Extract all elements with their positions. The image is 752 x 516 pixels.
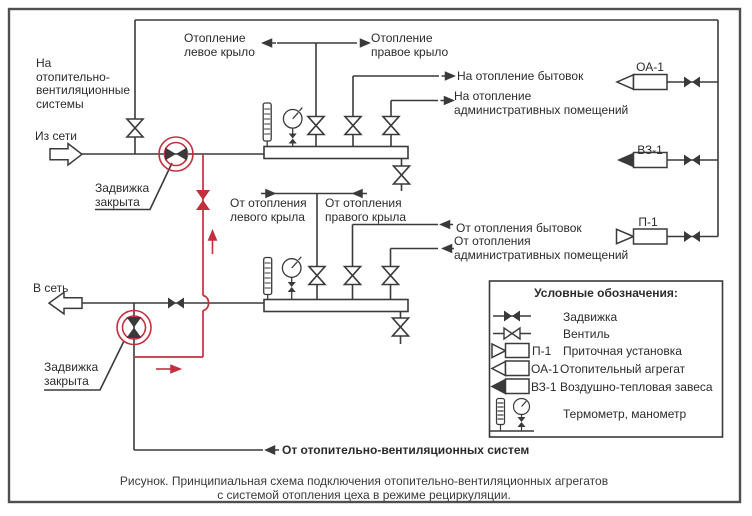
- label-gate-closed-top: Задвижка закрыта: [95, 181, 150, 209]
- figure-border: [7, 7, 742, 504]
- legend-code-vz1: ВЗ-1: [531, 380, 557, 394]
- legend-item-globe-valve: Вентиль: [563, 327, 610, 341]
- oa1-valve-icon: [684, 76, 700, 88]
- label-from-ov-systems: От отопительно-вентиляционных систем: [282, 443, 530, 457]
- label-to-ov-systems: На отопительно- вентиляционные системы: [36, 56, 131, 111]
- return-manometer-cock-icon: [287, 282, 296, 292]
- return-riser1-valve-icon: [308, 265, 326, 286]
- label-to-bytovok: На отопление бытовок: [457, 69, 584, 83]
- closed-gate-valve-return: [116, 309, 152, 346]
- label-heating-left-wing: Отопление левое крыло: [184, 31, 255, 59]
- supply-riser1-valve-icon: [307, 115, 325, 136]
- callout-top: [95, 162, 173, 211]
- return-thermometer-icon: [263, 256, 273, 300]
- legend-item-thermo-mano: Термометр, манометр: [563, 407, 687, 421]
- caption-line1: Рисунок. Принципиальная схема подключени…: [119, 474, 609, 488]
- supply-manifold: [263, 145, 409, 160]
- supply-riser2-valve-icon: [344, 115, 362, 136]
- legend-item-heater-unit: Отопительный агрегат: [560, 362, 686, 376]
- unit-oa1: [615, 73, 668, 91]
- air-curtain-outlet-icon: [617, 152, 634, 168]
- flow-up-arrow-icon: [207, 228, 218, 241]
- recirculation-valve-icon: [196, 190, 210, 210]
- legend-p1-icon: [491, 342, 508, 359]
- closed-gate-valve-supply: [158, 136, 194, 172]
- legend-item-gate-valve: Задвижка: [563, 309, 618, 324]
- ov-branch-valve-icon: [126, 118, 144, 138]
- legend-code-oa1: ОА-1: [531, 362, 559, 376]
- supply-riser3-valve-icon: [382, 115, 400, 136]
- flow-right-arrow-icon: [170, 364, 183, 374]
- legend-symbols: [490, 315, 534, 432]
- legend-globe-valve-icon: [503, 327, 521, 340]
- label-from-left-wing: От отопления левого крыла: [230, 196, 307, 224]
- return-manometer-icon: [281, 256, 302, 300]
- return-riser2-valve-icon: [343, 265, 362, 286]
- heater-outlet-icon: [615, 73, 635, 91]
- unit-tag-oa1: ОА-1: [636, 60, 664, 74]
- arrow-from-bytovok-icon: [439, 219, 451, 230]
- legend-item-air-curtain: Воздушно-тепловая завеса: [560, 380, 713, 394]
- legend-title: Условные обозначения:: [534, 286, 678, 300]
- legend-manometer-icon: [512, 397, 531, 431]
- return-drain-valve-icon: [391, 317, 410, 337]
- arrow-left-wing-icon: [261, 38, 273, 48]
- arrow-to-admin-icon: [443, 95, 455, 106]
- legend-code-p1: П-1: [532, 344, 552, 358]
- red-flow-arrows: [156, 228, 218, 374]
- gate-valve-icon: [165, 147, 187, 161]
- gate-valve-icon: [126, 317, 142, 338]
- label-gate-closed-bottom: Задвижка закрыта: [44, 360, 99, 388]
- from-network-arrow-icon: [49, 141, 84, 167]
- p1-valve-icon: [684, 231, 700, 242]
- return-gate-valve-icon: [168, 297, 184, 309]
- label-from-network: Из сети: [35, 129, 77, 143]
- caption-line2: с системой отопления цеха в режиме рецир…: [217, 488, 511, 502]
- to-network-arrow-icon: [47, 290, 83, 316]
- return-manifold: [263, 298, 409, 313]
- supply-manometer-icon: [282, 107, 303, 147]
- pipe-crossing-bridge: [202, 294, 210, 312]
- unit-tag-vz1: ВЗ-1: [637, 143, 663, 157]
- legend-thermometer-icon: [495, 397, 506, 431]
- return-riser3-valve-icon: [381, 265, 400, 286]
- legend-box: [488, 280, 724, 438]
- label-to-admin: На отопление административных помещений: [454, 89, 629, 117]
- arrow-right-wing-icon: [359, 38, 371, 48]
- arrow-to-bytovok-icon: [444, 71, 456, 81]
- supply-unit-inlet-icon: [615, 228, 636, 245]
- legend-oa1-icon: [490, 360, 507, 377]
- legend-manometer-cock-icon: [517, 417, 526, 427]
- arrow-from-ov-icon: [264, 445, 276, 455]
- label-heating-right-wing: Отопление правое крыло: [371, 31, 449, 59]
- supply-drain-valve-icon: [392, 165, 411, 185]
- callout-bottom: [44, 340, 125, 391]
- unit-tag-p1: П-1: [638, 215, 658, 229]
- unit-vz1: [617, 151, 668, 169]
- supply-thermometer-icon: [262, 102, 272, 147]
- supply-manometer-cock-icon: [288, 133, 297, 144]
- label-from-bytovok: От отопления бытовок: [456, 221, 582, 235]
- arrow-from-admin-icon: [441, 243, 453, 254]
- label-from-right-wing: От отопления правого крыла: [325, 196, 407, 224]
- unit-p1: [615, 228, 668, 245]
- recirculation-line: [135, 154, 210, 358]
- flow-arrows: [261, 38, 456, 455]
- legend-gate-valve-icon: [504, 310, 520, 322]
- vz1-valve-icon: [684, 154, 700, 166]
- legend-vz1-icon: [490, 378, 507, 395]
- legend-item-supply-unit: Приточная установка: [563, 344, 682, 358]
- label-from-admin: От отопления административных помещений: [454, 234, 629, 262]
- label-to-network: В сеть: [33, 281, 69, 295]
